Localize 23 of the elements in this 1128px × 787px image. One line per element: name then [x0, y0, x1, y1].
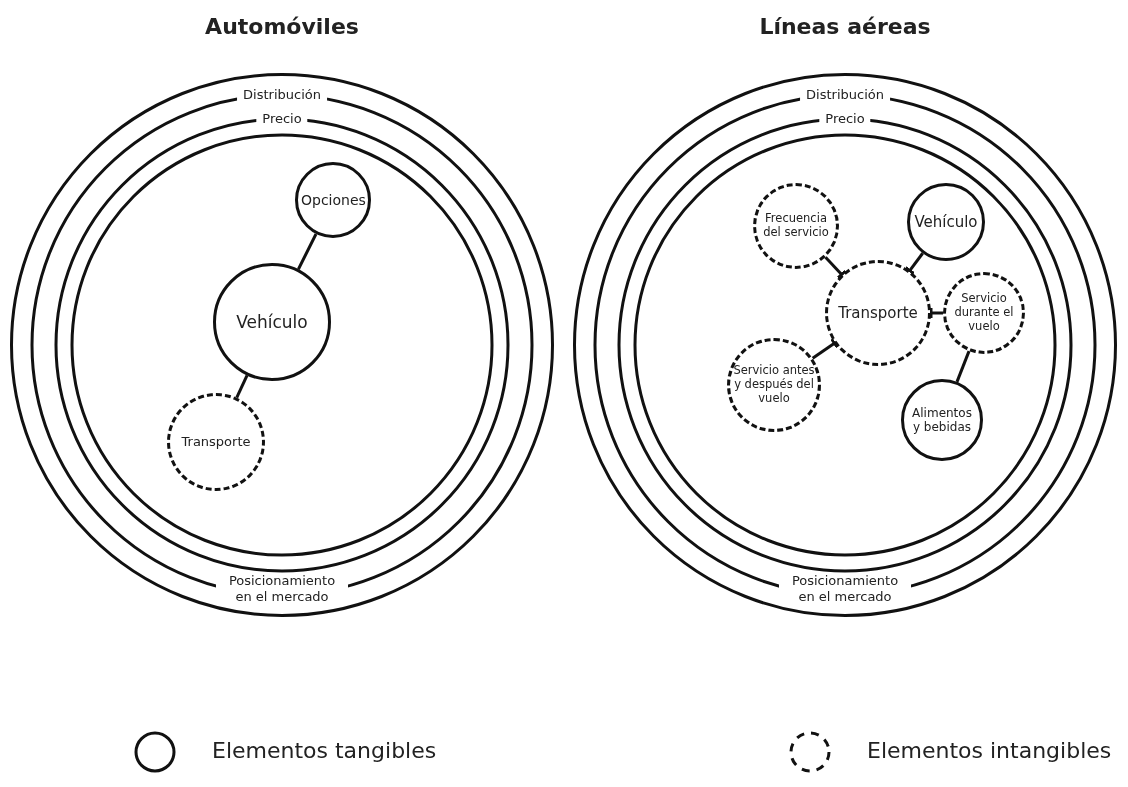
node-text: Servicio durante el vuelo	[953, 292, 1015, 334]
node-text: Servicio antes y después del vuelo	[733, 364, 815, 406]
node-text: Transporte	[838, 304, 918, 322]
legend-text: Elementos intangibles	[867, 738, 1112, 763]
connector-line	[235, 374, 249, 399]
diagram-heading: Líneas aéreas	[759, 14, 931, 39]
node-text: Opciones	[301, 191, 365, 209]
connector-line	[824, 256, 847, 279]
diagram-heading: Automóviles	[205, 14, 359, 39]
connector-line	[811, 338, 839, 360]
node-text: Vehículo	[914, 213, 978, 231]
node-text: Vehículo	[236, 311, 308, 333]
solid-circle	[907, 183, 985, 261]
ring-label: Distribución	[237, 87, 327, 103]
legend-text: Elementos tangibles	[212, 738, 437, 763]
node-text: Transporte	[181, 434, 251, 450]
connector-line	[929, 308, 943, 318]
connector-line	[904, 252, 924, 275]
node-text: Alimentos y bebidas	[911, 405, 973, 435]
node-text: Frecuencia del servicio	[762, 212, 830, 240]
ring-label: Distribución	[800, 87, 890, 103]
connector-line	[297, 233, 318, 270]
connector-line	[955, 350, 971, 383]
